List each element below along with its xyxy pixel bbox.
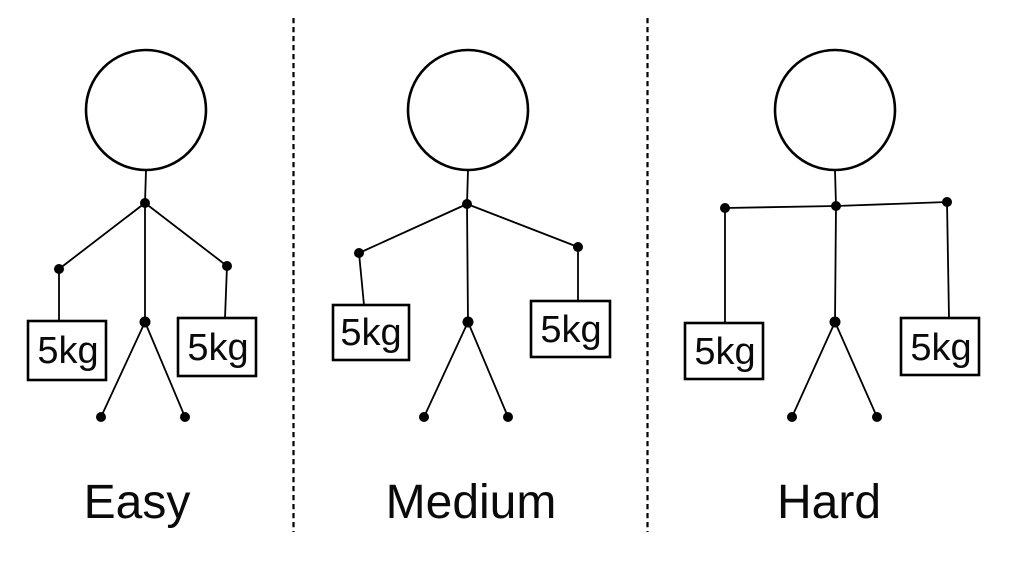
panel-label: Easy bbox=[84, 476, 191, 529]
left-weight-label: 5kg bbox=[694, 331, 755, 373]
right-hand-dot bbox=[573, 242, 583, 252]
panel-hard: 5kg 5kg Hard bbox=[683, 48, 981, 529]
panel-medium: 5kg 5kg Medium bbox=[331, 48, 612, 529]
head bbox=[773, 48, 897, 172]
panel-label: Hard bbox=[777, 476, 881, 529]
shoulder-joint-dot bbox=[140, 198, 150, 208]
right-weight-box bbox=[899, 316, 981, 377]
left-hand-dot bbox=[720, 203, 730, 213]
panel-label: Medium bbox=[386, 476, 557, 529]
left-leg-line bbox=[100, 321, 146, 418]
torso-line bbox=[834, 205, 837, 323]
shoulder-joint-dot bbox=[831, 201, 841, 211]
right-arm-line bbox=[466, 203, 579, 248]
head bbox=[406, 48, 530, 172]
neck-line bbox=[834, 169, 837, 207]
right-weight-drop-line bbox=[946, 201, 950, 319]
right-leg-line bbox=[144, 321, 186, 418]
left-weight-drop-line bbox=[358, 252, 365, 306]
left-weight-box bbox=[331, 303, 411, 362]
right-weight-label: 5kg bbox=[540, 309, 601, 351]
left-weight-label: 5kg bbox=[340, 312, 401, 354]
right-weight-box bbox=[529, 299, 612, 359]
right-foot-dot bbox=[503, 412, 513, 422]
right-leg-line bbox=[834, 321, 878, 418]
neck-line bbox=[144, 169, 147, 204]
left-weight-box bbox=[683, 321, 765, 381]
left-arm-line bbox=[358, 203, 468, 254]
left-foot-dot bbox=[96, 412, 106, 422]
left-arm-line bbox=[58, 202, 146, 270]
right-leg-line bbox=[467, 321, 509, 418]
hip-joint-dot bbox=[829, 316, 841, 328]
left-foot-dot bbox=[419, 412, 429, 422]
right-hand-dot bbox=[222, 261, 232, 271]
right-hand-dot bbox=[942, 197, 952, 207]
right-weight-label: 5kg bbox=[910, 327, 971, 369]
right-weight-drop-line bbox=[224, 265, 228, 319]
right-foot-dot bbox=[180, 412, 190, 422]
torso-line bbox=[466, 203, 469, 323]
left-leg-line bbox=[423, 321, 469, 418]
right-arm-line bbox=[835, 201, 948, 207]
right-weight-label: 5kg bbox=[187, 327, 248, 369]
hip-joint-dot bbox=[462, 316, 474, 328]
right-foot-dot bbox=[872, 412, 882, 422]
left-foot-dot bbox=[787, 412, 797, 422]
shoulder-joint-dot bbox=[462, 199, 472, 209]
left-weight-box bbox=[26, 319, 108, 382]
left-arm-line bbox=[724, 205, 837, 209]
panel-easy: 5kg 5kg Easy bbox=[26, 48, 258, 529]
left-weight-label: 5kg bbox=[37, 330, 98, 372]
left-leg-line bbox=[791, 321, 836, 418]
right-weight-box bbox=[176, 316, 258, 378]
left-hand-dot bbox=[354, 248, 364, 258]
neck-line bbox=[466, 169, 469, 205]
hip-joint-dot bbox=[139, 316, 151, 328]
head bbox=[84, 48, 208, 172]
left-hand-dot bbox=[54, 264, 64, 274]
right-arm-line bbox=[144, 202, 228, 267]
